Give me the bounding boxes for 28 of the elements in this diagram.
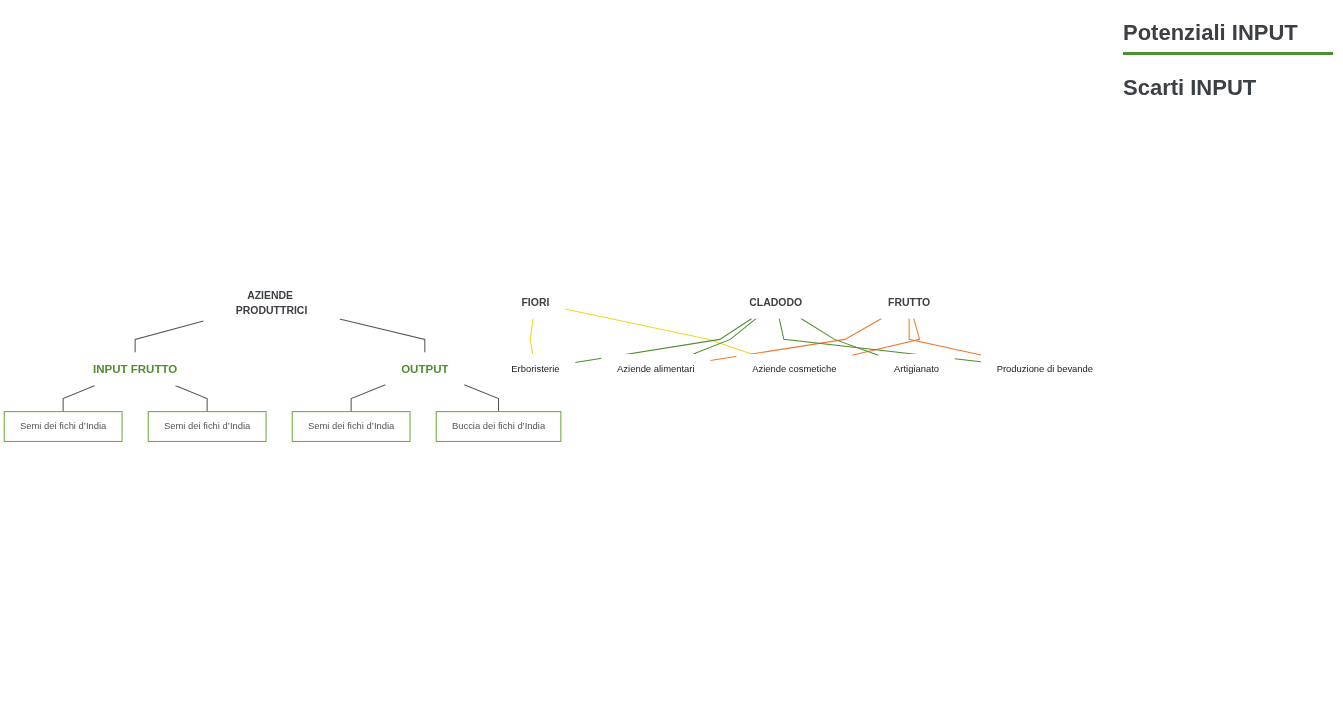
node-box: Semi dei fichi d’India: [3, 410, 123, 442]
node-text: AZIENDE PRODUTTRICI: [235, 288, 308, 317]
node-text: INPUT FRUTTO: [93, 362, 178, 376]
node-text: Erboristerie: [511, 363, 560, 374]
node-text: FRUTTO: [888, 296, 931, 309]
connector: [529, 317, 534, 355]
node-text: Produzione di bevande: [996, 363, 1094, 374]
node-box: Buccia dei fichi d’India: [435, 410, 562, 442]
connector: [851, 317, 921, 356]
connector: [564, 308, 752, 355]
connector: [463, 383, 500, 412]
section-heading: Potenziali INPUT: [1123, 20, 1333, 55]
node-text: Aziende cosmetiche: [752, 363, 837, 374]
node-text: OUTPUT: [401, 362, 449, 376]
node-text: FIORI: [521, 296, 550, 309]
connector: [692, 317, 757, 355]
connector: [908, 317, 982, 356]
connector: [62, 384, 96, 412]
node-text: CLADODO: [749, 296, 803, 309]
connector: [709, 317, 883, 361]
node-box: Semi dei fichi d’India: [291, 410, 411, 442]
connector: [174, 384, 208, 412]
node-box: Semi dei fichi d’India: [147, 410, 267, 442]
section-label: Scarti INPUT: [1123, 75, 1258, 101]
connector: [350, 383, 386, 412]
connector: [800, 317, 879, 356]
connector: [134, 320, 205, 353]
connector: [339, 318, 426, 353]
